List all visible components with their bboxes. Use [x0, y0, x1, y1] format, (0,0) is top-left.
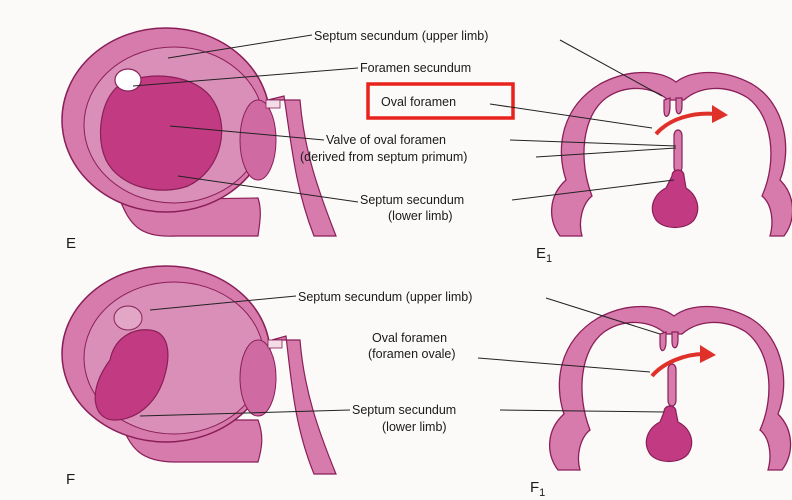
label-septum-secundum-lower-f-2: (lower limb)	[382, 420, 447, 434]
panel-f1-subscript: 1	[539, 487, 545, 499]
atrium-lobe-f	[240, 340, 276, 416]
closed-foramen-f	[114, 306, 142, 330]
blood-flow-arrowhead-e1	[712, 105, 728, 123]
blood-flow-arrow-e1	[656, 114, 716, 134]
panel-letter-f1: F1	[530, 479, 545, 499]
septum-secundum-upper-f1	[660, 332, 666, 351]
label-septum-secundum-lower-e-2: (lower limb)	[388, 209, 453, 223]
septum-primum-e1	[674, 130, 682, 174]
atrium-lobe-e	[240, 100, 276, 180]
label-oval-foramen-f-1: Oval foramen	[372, 331, 447, 345]
label-septum-secundum-upper-f: Septum secundum (upper limb)	[298, 290, 472, 304]
label-valve-oval-foramen-2: (derived from septum primum)	[300, 150, 467, 164]
foramen-secundum-hole-e	[115, 69, 141, 91]
panel-e1-section	[552, 73, 792, 237]
panel-f1-letter: F	[530, 479, 539, 496]
panel-e-heart	[62, 28, 336, 236]
label-oval-foramen-f-2: (foramen ovale)	[368, 347, 456, 361]
label-septum-secundum-upper-e: Septum secundum (upper limb)	[314, 29, 488, 43]
panel-f-heart	[62, 266, 336, 474]
panel-letter-e: E	[66, 235, 76, 252]
panel-f1-section	[550, 307, 791, 471]
label-septum-secundum-lower-f-1: Septum secundum	[352, 403, 456, 417]
label-septum-secundum-lower-e-1: Septum secundum	[360, 193, 464, 207]
blood-flow-arrowhead-f1	[700, 345, 716, 363]
panel-letter-e1: E1	[536, 245, 552, 265]
septum-secundum-upper-e1	[664, 98, 670, 116]
septum-primum-f1	[668, 364, 676, 406]
label-oval-foramen-e1: Oval foramen	[381, 95, 456, 109]
vessel-e	[268, 96, 336, 236]
panel-letter-f: F	[66, 471, 75, 488]
septum-secundum-lower-f1	[646, 406, 691, 462]
label-foramen-secundum: Foramen secundum	[360, 61, 471, 75]
connector-f	[268, 340, 282, 348]
vessel-f	[272, 336, 336, 474]
panel-e1-letter: E	[536, 245, 546, 262]
panel-e1-subscript: 1	[546, 253, 552, 265]
connector-e	[266, 100, 280, 108]
valve-oval-foramen-e	[101, 76, 222, 190]
label-valve-oval-foramen-1: Valve of oval foramen	[326, 133, 446, 147]
blood-flow-arrow-f1	[652, 354, 704, 376]
septum-secundum-lower-e1	[652, 170, 697, 228]
septum-secundum-upper-e1b	[676, 98, 682, 114]
septum-secundum-upper-f1b	[672, 332, 678, 348]
